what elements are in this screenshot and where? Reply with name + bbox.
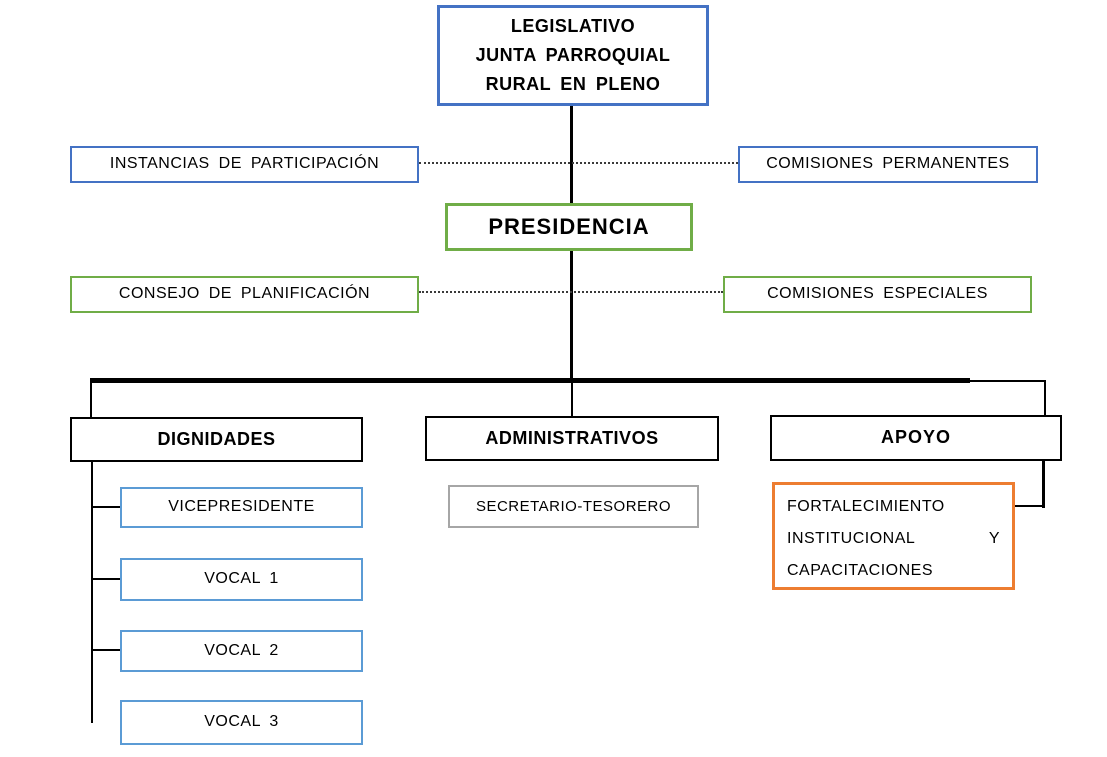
- connector-bar-apoyo: [1044, 380, 1046, 415]
- node-dignidades: DIGNIDADES: [70, 417, 363, 462]
- node-apoyo: APOYO: [770, 415, 1062, 461]
- node-fortalecimiento-institucional: FORTALECIMIENTO INSTITUCIONAL Y CAPACITA…: [772, 482, 1015, 590]
- connector-apoyo-fortalecimiento: [1015, 505, 1045, 507]
- connector-apoyo-down: [1042, 461, 1045, 508]
- connector-dotted-participacion: [419, 162, 738, 164]
- connector-tick-vicepresidente: [93, 506, 120, 508]
- node-vocal-2: VOCAL 2: [120, 630, 363, 672]
- connector-tick-vocal2: [93, 649, 120, 651]
- connector-presidencia-bar: [570, 251, 573, 380]
- node-vicepresidente: VICEPRESIDENTE: [120, 487, 363, 528]
- connector-bar-right-extension: [966, 380, 1046, 382]
- node-comisiones-permanentes: COMISIONES PERMANENTES: [738, 146, 1038, 183]
- node-instancias-de-participacion: INSTANCIAS DE PARTICIPACIÓN: [70, 146, 419, 183]
- node-administrativos: ADMINISTRATIVOS: [425, 416, 719, 461]
- node-consejo-de-planificacion: CONSEJO DE PLANIFICACIÓN: [70, 276, 419, 313]
- node-vocal-3: VOCAL 3: [120, 700, 363, 745]
- node-comisiones-especiales: COMISIONES ESPECIALES: [723, 276, 1032, 313]
- connector-bar-administrativos: [571, 383, 573, 416]
- connector-dotted-planificacion: [419, 291, 723, 293]
- connector-dignidades-spine: [91, 462, 93, 723]
- connector-bar-dignidades: [90, 383, 92, 417]
- connector-tick-vocal1: [93, 578, 120, 580]
- node-presidencia: PRESIDENCIA: [445, 203, 693, 251]
- connector-horizontal-bar: [90, 378, 970, 383]
- node-secretario-tesorero: SECRETARIO-TESORERO: [448, 485, 699, 528]
- node-legislativo-junta-parroquial: LEGISLATIVO JUNTA PARROQUIAL RURAL EN PL…: [437, 5, 709, 106]
- node-vocal-1: VOCAL 1: [120, 558, 363, 601]
- connector-legislativo-presidencia: [570, 106, 573, 204]
